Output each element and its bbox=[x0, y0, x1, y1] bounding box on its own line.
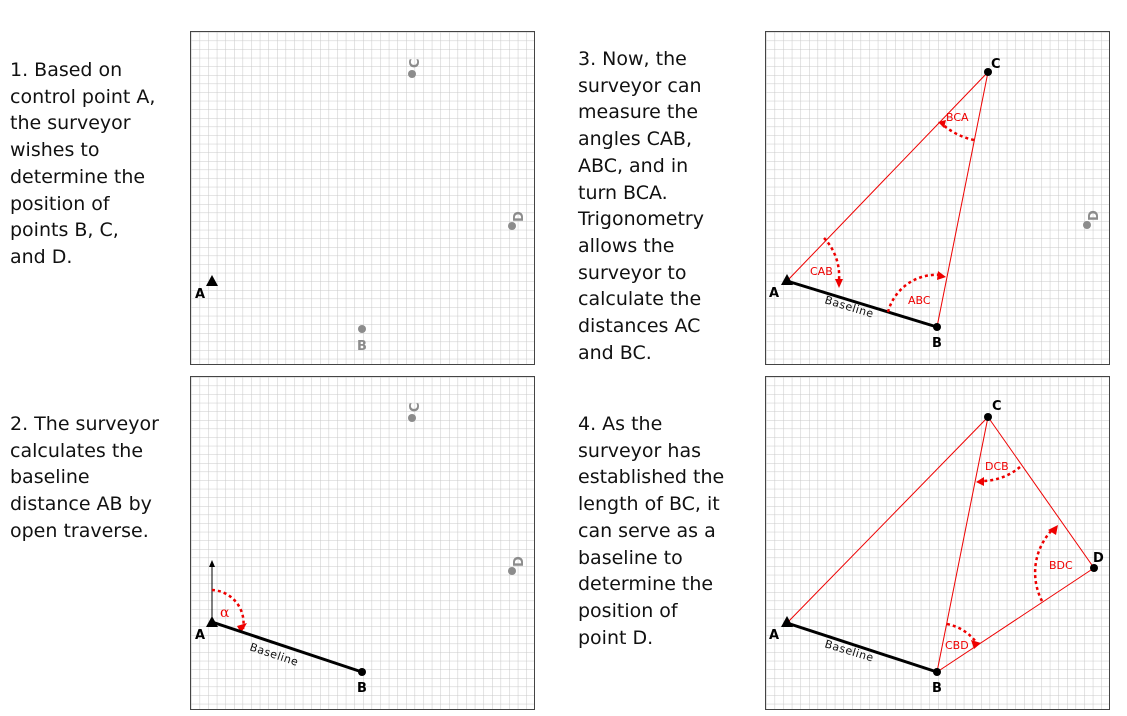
label-d: D bbox=[1093, 551, 1104, 566]
step-4-caption: 4. As the surveyor has established the l… bbox=[578, 413, 725, 649]
label-b: B bbox=[932, 336, 942, 351]
point-c-marker bbox=[984, 413, 992, 421]
label-a: A bbox=[769, 286, 779, 301]
line-ac bbox=[786, 416, 989, 624]
point-b-marker bbox=[933, 323, 941, 331]
point-c-marker bbox=[408, 414, 416, 422]
label-c: C bbox=[991, 57, 1001, 72]
label-c: C bbox=[992, 399, 1002, 414]
point-a-marker bbox=[206, 616, 218, 627]
label-d: D bbox=[512, 556, 527, 567]
panel-step-4: DCB BDC CBD A B Baseline C D bbox=[765, 376, 1110, 710]
baseline-ab bbox=[211, 620, 363, 674]
baseline-ab bbox=[786, 621, 938, 674]
panel-step-2: α A B Baseline C D bbox=[190, 376, 535, 710]
panel-step-1: A B C D bbox=[190, 31, 535, 365]
point-d-marker bbox=[1090, 564, 1098, 572]
point-a-marker bbox=[206, 275, 218, 286]
step-1-caption: 1. Based on control point A, the surveyo… bbox=[10, 59, 156, 268]
label-b: B bbox=[932, 681, 942, 696]
angle-abc-arc bbox=[886, 273, 942, 313]
line-bc bbox=[936, 416, 989, 673]
angle-dcb-label: DCB bbox=[985, 460, 1009, 473]
label-b: B bbox=[357, 681, 367, 696]
angle-cab-label: CAB bbox=[810, 265, 833, 278]
point-c-marker bbox=[984, 68, 992, 76]
label-a: A bbox=[195, 628, 205, 643]
angle-bdc-arc bbox=[1033, 528, 1054, 602]
point-b-marker bbox=[358, 325, 366, 333]
step-3-caption: 3. Now, the surveyor can measure the ang… bbox=[578, 48, 704, 364]
label-b: B bbox=[357, 339, 367, 354]
angle-abc-label: ABC bbox=[908, 294, 931, 307]
angle-bdc-label: BDC bbox=[1049, 559, 1073, 572]
point-d-marker bbox=[1083, 221, 1091, 229]
label-a: A bbox=[195, 287, 205, 302]
line-bc bbox=[936, 71, 989, 328]
label-c: C bbox=[408, 58, 423, 68]
point-b-marker bbox=[933, 668, 941, 676]
angle-bca-label: BCA bbox=[946, 111, 969, 124]
point-d-marker bbox=[508, 222, 516, 230]
point-c-marker bbox=[408, 70, 416, 78]
step-2-caption: 2. The surveyor calculates the baseline … bbox=[10, 413, 159, 542]
label-c: C bbox=[408, 402, 423, 412]
point-d-marker bbox=[508, 567, 516, 575]
point-a-marker bbox=[781, 274, 793, 285]
label-d: D bbox=[1087, 210, 1102, 221]
line-cd bbox=[987, 416, 1095, 569]
angle-cbd-arc bbox=[946, 622, 977, 643]
label-a: A bbox=[769, 628, 779, 643]
label-d: D bbox=[512, 211, 527, 222]
point-a-marker bbox=[781, 616, 793, 627]
alpha-angle-arc bbox=[211, 588, 245, 630]
point-b-marker bbox=[358, 668, 366, 676]
angle-bca-arc bbox=[941, 123, 975, 142]
baseline-ab bbox=[786, 279, 938, 329]
angle-cbd-label: CBD bbox=[945, 639, 969, 652]
alpha-label: α bbox=[220, 605, 230, 621]
line-ac bbox=[786, 71, 989, 282]
panel-step-3: CAB ABC BCA A B Baseline C D bbox=[765, 31, 1110, 365]
line-bd bbox=[936, 567, 1095, 673]
